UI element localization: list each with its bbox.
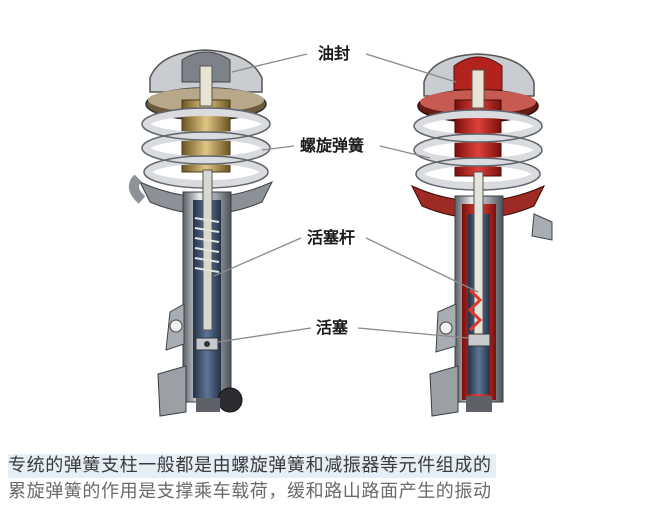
- caption-text: 专统的弹簧支柱一般都是由螺旋弹簧和减振器等元件组成的 累旋弹簧的作用是支撑乘车载…: [0, 447, 650, 505]
- leader-lines: [213, 53, 479, 343]
- right-strut: [410, 53, 553, 417]
- label-coil-spring: 螺旋弹簧: [298, 136, 367, 156]
- caption-line-1: 专统的弹簧支柱一般都是由螺旋弹簧和减振器等元件组成的: [8, 454, 496, 478]
- caption-line-2: 累旋弹簧的作用是支撑乘车载荷，缓和路山路面产生的振动: [8, 481, 492, 502]
- left-strut: [128, 49, 274, 417]
- strut-diagram: [128, 49, 553, 417]
- label-oil-seal: 油封: [316, 44, 353, 64]
- label-piston: 活塞: [314, 318, 351, 338]
- label-piston-rod: 活塞杆: [305, 228, 358, 248]
